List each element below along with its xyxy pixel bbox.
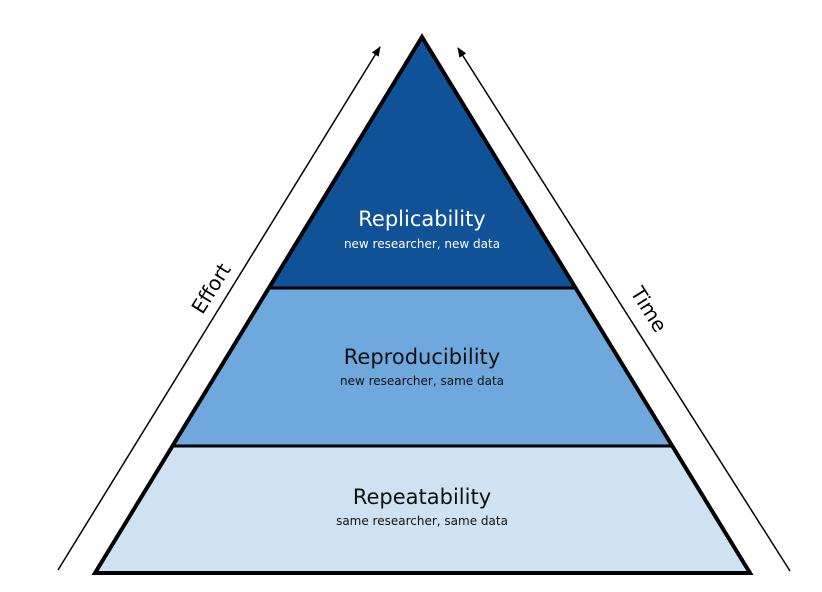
tier-subtitle-repeatability: same researcher, same data — [336, 514, 508, 528]
effort-axis-label: Effort — [186, 259, 235, 318]
tier-title-repeatability: Repeatability — [353, 485, 491, 509]
tier-subtitle-replicability: new researcher, new data — [344, 237, 500, 251]
tier-reproducibility — [172, 288, 672, 446]
pyramid-outline — [91, 33, 754, 575]
tier-repeatability — [95, 446, 750, 573]
tier-replicability — [269, 37, 575, 288]
tier-title-reproducibility: Reproducibility — [344, 345, 500, 369]
time-axis-label: Time — [625, 281, 672, 336]
time-arrow — [457, 47, 791, 572]
tier-title-replicability: Replicability — [358, 207, 485, 231]
tier-subtitle-reproducibility: new researcher, same data — [340, 374, 504, 388]
effort-arrow — [57, 46, 381, 571]
